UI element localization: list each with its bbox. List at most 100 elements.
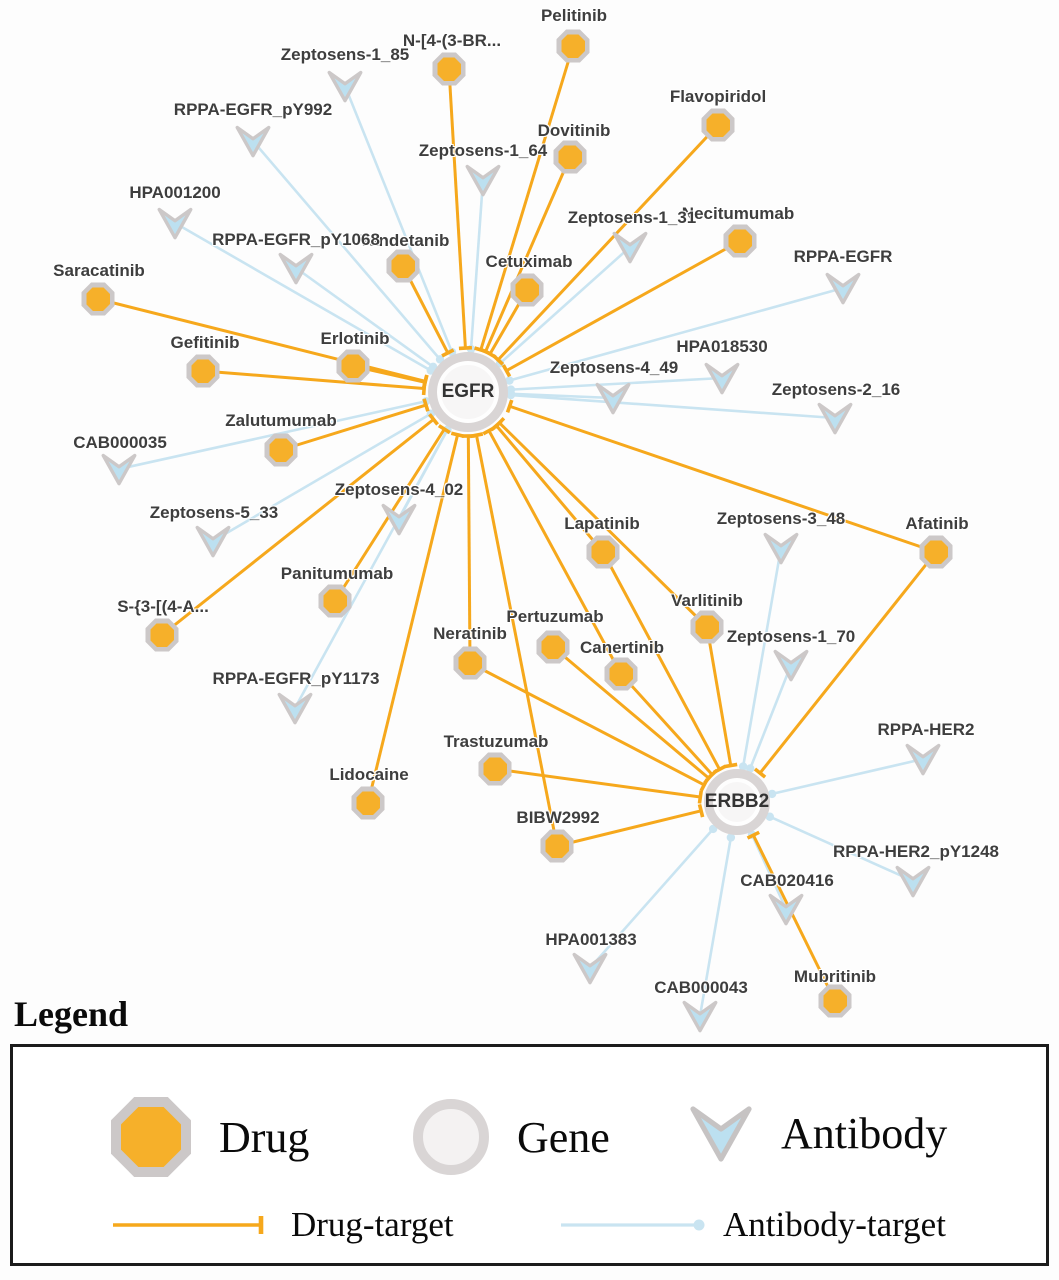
antibody-edge-endpoint [726,833,736,842]
antibody-node-rppa-egfr-py1173[interactable] [277,691,313,725]
drug-node-dovitinib[interactable] [553,140,587,174]
drug-node-gefitinib[interactable] [186,354,220,388]
antibody-node-zeptosens-1-85[interactable] [327,69,363,103]
zeptosens-1-70-label: Zeptosens-1_70 [726,627,856,646]
antibody-node-rppa-her2[interactable] [905,742,941,776]
antibody-node-zeptosens-2-16[interactable] [817,401,853,435]
antibody-node-rppa-egfr-py992[interactable] [235,124,271,158]
drug-node-n-4-3-br[interactable] [432,52,466,86]
legend-drug-label: Drug [219,1112,310,1162]
antibody-node-rppa-egfr-py1068[interactable] [278,251,314,285]
drug-node-necitumumab[interactable] [723,224,757,258]
rppa-egfr-py1068-label: RPPA-EGFR_pY1068 [212,230,380,249]
drug-octagon-icon [483,757,507,781]
antibody-chevron-icon [682,1000,718,1033]
drug-target-edge [505,239,741,372]
dovitinib-label: Dovitinib [537,121,611,140]
antibody-chevron-icon [572,952,608,985]
drug-target-edge [466,435,472,664]
drug-node-pelitinib[interactable] [556,29,590,63]
drug-target-edge [474,434,559,847]
drug-node-mubritinib[interactable] [818,984,852,1018]
drug-node-s-3-4-a[interactable] [145,618,179,652]
antibody-node-rppa-her2-py1248[interactable] [895,864,931,898]
drug-edge-tee [501,364,512,378]
drug-node-trastuzumab[interactable] [478,752,512,786]
antibody-target-edge [769,815,914,883]
antibody-edge-endpoint [767,789,777,799]
drug-node-cetuximab[interactable] [510,273,544,307]
canertinib-label: Canertinib [579,638,665,657]
drug-octagon-icon [823,989,847,1013]
legend-antibody-target-label: Antibody-target [723,1205,946,1244]
drug-octagon-icon [391,254,415,278]
pelitinib-label: Pelitinib [540,6,608,25]
drug-target-edge [498,421,709,629]
antibody-node-cab000035[interactable] [101,452,137,486]
drug-node-saracatinib[interactable] [81,282,115,316]
antibody-node-cab020416[interactable] [768,892,804,926]
drug-node-canertinib[interactable] [604,657,638,691]
drug-edge-tee [441,348,455,358]
drug-target-edge [280,403,427,452]
antibody-node-zeptosens-3-48[interactable] [763,531,799,565]
drug-node-varlitinib[interactable] [690,610,724,644]
antibody-target-edge [295,266,434,368]
antibody-target-edge [748,664,793,769]
drug-edge-tee [450,431,465,439]
legend-item-antibody: Antibody [689,1103,947,1163]
legend-item-drug: Drug [111,1097,309,1177]
drug-node-panitumumab[interactable] [318,584,352,618]
antibody-node-cab000043[interactable] [682,999,718,1033]
antibody-node-hpa018530[interactable] [704,361,740,395]
antibody-node-hpa001200[interactable] [157,206,193,240]
hpa001383-label: HPA001383 [545,930,637,949]
legend-box: Drug Gene Antibody Drug-target Antibody-… [10,1044,1049,1266]
antibody-node-zeptosens-1-31[interactable] [612,230,648,264]
drug-node-neratinib[interactable] [453,646,487,680]
drug-node-lidocaine[interactable] [351,786,385,820]
drug-target-edge [202,369,425,391]
antibody-node-zeptosens-4-02[interactable] [381,502,417,536]
gene-label: EGFR [441,381,495,402]
drug-node-vandetanib[interactable] [386,249,420,283]
drug-target-edge [494,767,701,799]
antibody-chevron-icon [817,402,853,435]
antibody-node-zeptosens-5-33[interactable] [195,524,231,558]
drug-edge-tee [482,425,496,436]
s-3-4-a-label: S-{3-[(4-A... [117,597,209,616]
drug-node-afatinib[interactable] [919,535,953,569]
antibody-node-zeptosens-4-49[interactable] [595,381,631,415]
gene-node-erbb2[interactable]: ERBB2 [704,769,770,835]
drug-edge-tee [483,349,497,359]
zeptosens-3-48-label: Zeptosens-3_48 [716,509,846,528]
drug-target-edge [619,672,714,776]
drug-node-flavopiridol[interactable] [701,108,735,142]
drug-target-edge [758,551,938,774]
drug-target-edge [556,809,702,848]
gene-node-egfr[interactable]: EGFR [428,352,508,432]
drug-node-bibw2992[interactable] [540,829,574,863]
drug-target-edge-icon [113,1216,264,1234]
drug-node-lapatinib[interactable] [586,535,620,569]
drug-edge-tee [505,399,514,413]
drug-edge-tee [697,790,704,804]
legend-title: Legend [14,994,129,1034]
drug-octagon-core [121,1107,181,1167]
antibody-target-edge [510,393,836,420]
antibody-node-hpa001383[interactable] [572,951,608,985]
drug-node-zalutumumab[interactable] [264,433,298,467]
antibody-chevron-icon [690,1106,752,1162]
gene-circle-icon [413,1099,489,1175]
drug-node-erlotinib[interactable] [336,349,370,383]
antibody-node-zeptosens-1-70[interactable] [773,648,809,682]
drug-target-edge [752,834,837,1002]
antibody-node-rppa-egfr[interactable] [825,271,861,305]
drug-node-pertuzumab[interactable] [536,630,570,664]
rppa-egfr-py992-label: RPPA-EGFR_pY992 [173,100,333,119]
antibody-node-zeptosens-1-64[interactable] [465,163,501,197]
drug-octagon-icon [545,834,569,858]
antibody-chevron-icon [768,893,804,926]
drug-octagon-icon [458,651,482,675]
antibody-chevron-icon [895,865,931,898]
